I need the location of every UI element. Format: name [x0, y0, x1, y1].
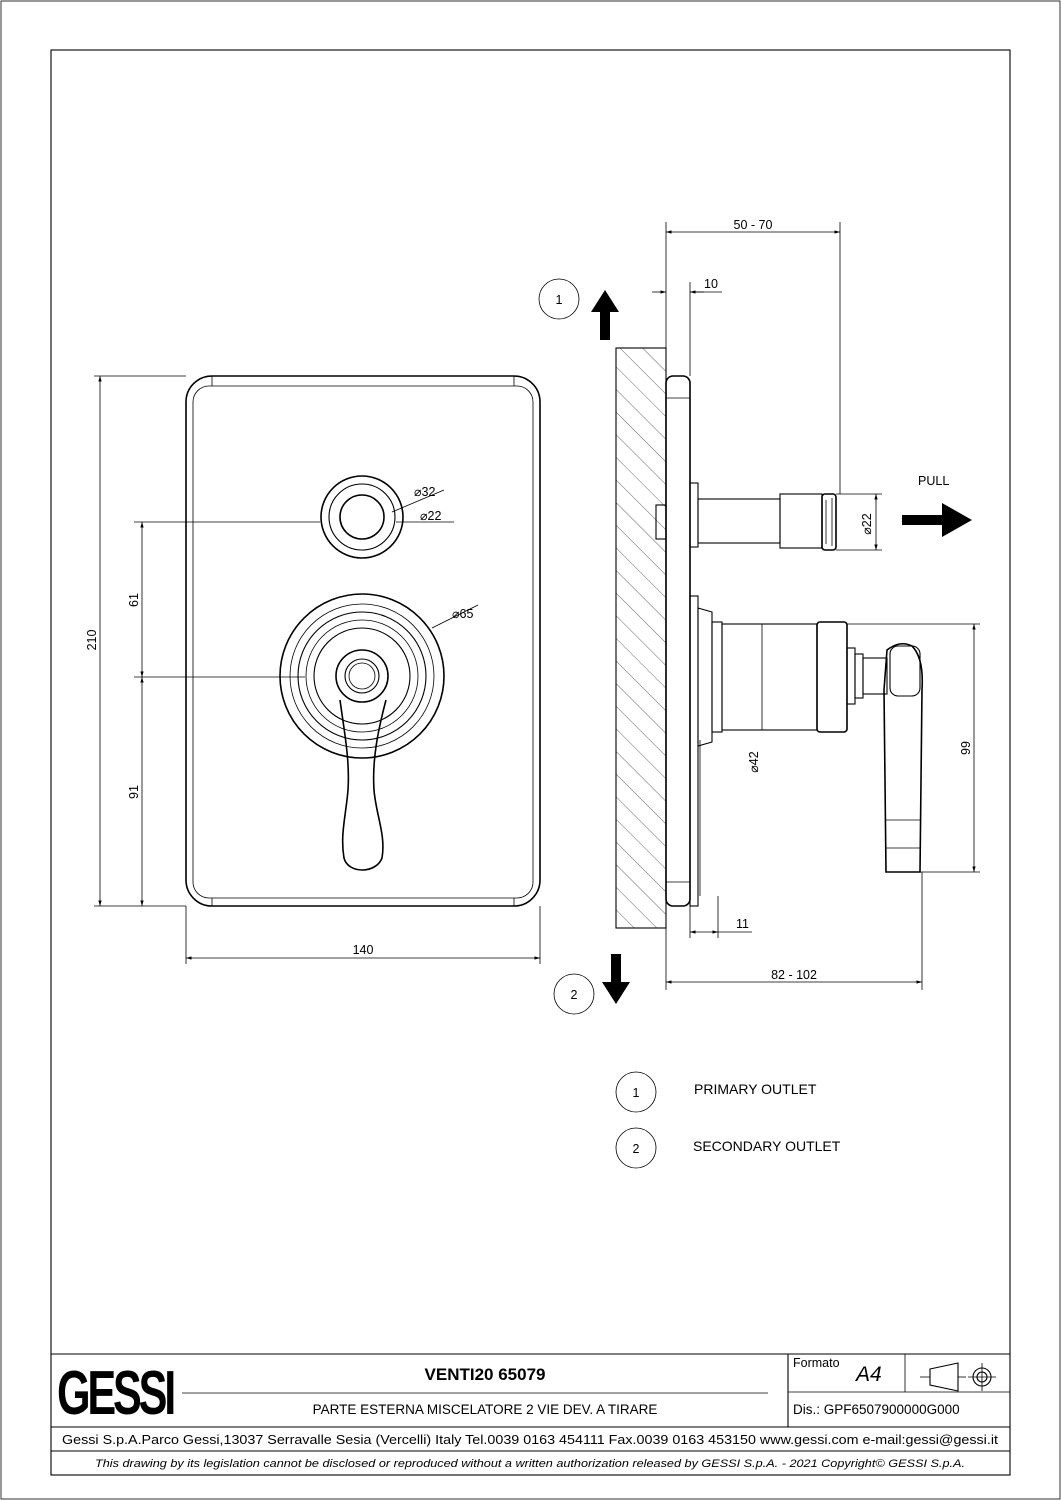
pull-knob	[821, 493, 837, 551]
copyright-disclaimer: This drawing by its legislation cannot b…	[95, 1458, 965, 1470]
arrow-up-icon	[591, 290, 619, 340]
arrow-down-icon	[602, 954, 630, 1004]
cover-plate-inner	[192, 385, 534, 899]
lever-side-profile	[883, 642, 924, 873]
dim-diverter-inner: ⌀22	[420, 509, 441, 523]
dim-diverter-outer: ⌀32	[414, 485, 435, 499]
dim-diverter-inner-value: 22	[428, 509, 442, 523]
wall-section	[615, 347, 667, 929]
cover-plate-outer	[185, 375, 541, 907]
legend-marker-1	[615, 1071, 657, 1113]
product-description: PARTE ESTERNA MISCELATORE 2 VIE DEV. A T…	[313, 1402, 658, 1417]
dim-depth-top: 50 - 70	[734, 218, 773, 232]
company-address: Gessi S.p.A.Parco Gessi,13037 Serravalle…	[62, 1433, 999, 1447]
format-label: Formato	[793, 1356, 840, 1370]
projection-symbol-icon	[920, 1362, 996, 1392]
legend-item-secondary: SECONDARY OUTLET	[693, 1138, 841, 1154]
legend-marker-2-label: 2	[633, 1142, 640, 1156]
dim-spindle-diameter-value: 42	[747, 751, 761, 765]
gessi-logo: GESSI	[57, 1359, 174, 1427]
dim-bottom-gap: 11	[736, 917, 749, 931]
dim-height-upper: 61	[127, 593, 141, 607]
title-block: GESSI VENTI20 65079 PARTE ESTERNA MISCEL…	[51, 1353, 1010, 1470]
format-value: A4	[854, 1363, 882, 1386]
lever-handle	[339, 699, 387, 871]
dim-knob-diameter-value: 22	[860, 513, 874, 527]
lever-collar	[816, 621, 848, 733]
dim-diverter-outer-value: 32	[422, 485, 436, 499]
drawing-number: Dis.: GPF6507900000G000	[793, 1402, 960, 1417]
legend-marker-1-label: 1	[633, 1086, 640, 1100]
dim-spindle-diameter: ⌀42	[747, 751, 761, 772]
pull-label: PULL	[918, 474, 949, 488]
plate-profile	[665, 375, 691, 907]
diverter-core	[339, 494, 385, 540]
dim-depth-bottom: 82 - 102	[771, 968, 817, 982]
lever-hub	[335, 649, 389, 703]
diverter-outer-ring	[320, 475, 404, 559]
inner-frame	[50, 49, 1011, 1476]
dim-height-lower: 91	[127, 785, 141, 799]
pull-arrow-icon	[902, 503, 972, 537]
outlet2-callout	[553, 973, 595, 1015]
rosette-outer	[279, 593, 445, 759]
outlet-legend: 1 PRIMARY OUTLET 2 SECONDARY OUTLET	[615, 1071, 841, 1169]
dim-width: 140	[353, 943, 374, 957]
dim-rosette: ⌀65	[452, 607, 473, 621]
legend-marker-2	[615, 1127, 657, 1169]
dim-lever-drop: 99	[959, 741, 973, 755]
dim-height-total: 210	[85, 630, 99, 651]
diverter-inner-ring	[328, 483, 396, 551]
dim-plate-thickness: 10	[704, 277, 718, 291]
front-view: 210 61 91 140 ⌀32 ⌀22 ⌀65	[85, 375, 541, 964]
legend-item-primary: PRIMARY OUTLET	[694, 1081, 817, 1097]
dim-rosette-value: 65	[460, 607, 474, 621]
side-view: 50 - 70 10 ⌀22 PULL ⌀42 99 11 82 -	[538, 218, 980, 1015]
outlet1-callout-label: 1	[556, 293, 563, 307]
outlet1-callout	[538, 278, 580, 320]
product-name: VENTI20 65079	[425, 1365, 546, 1384]
dim-knob-diameter: ⌀22	[860, 513, 874, 534]
outlet2-callout-label: 2	[571, 988, 578, 1002]
